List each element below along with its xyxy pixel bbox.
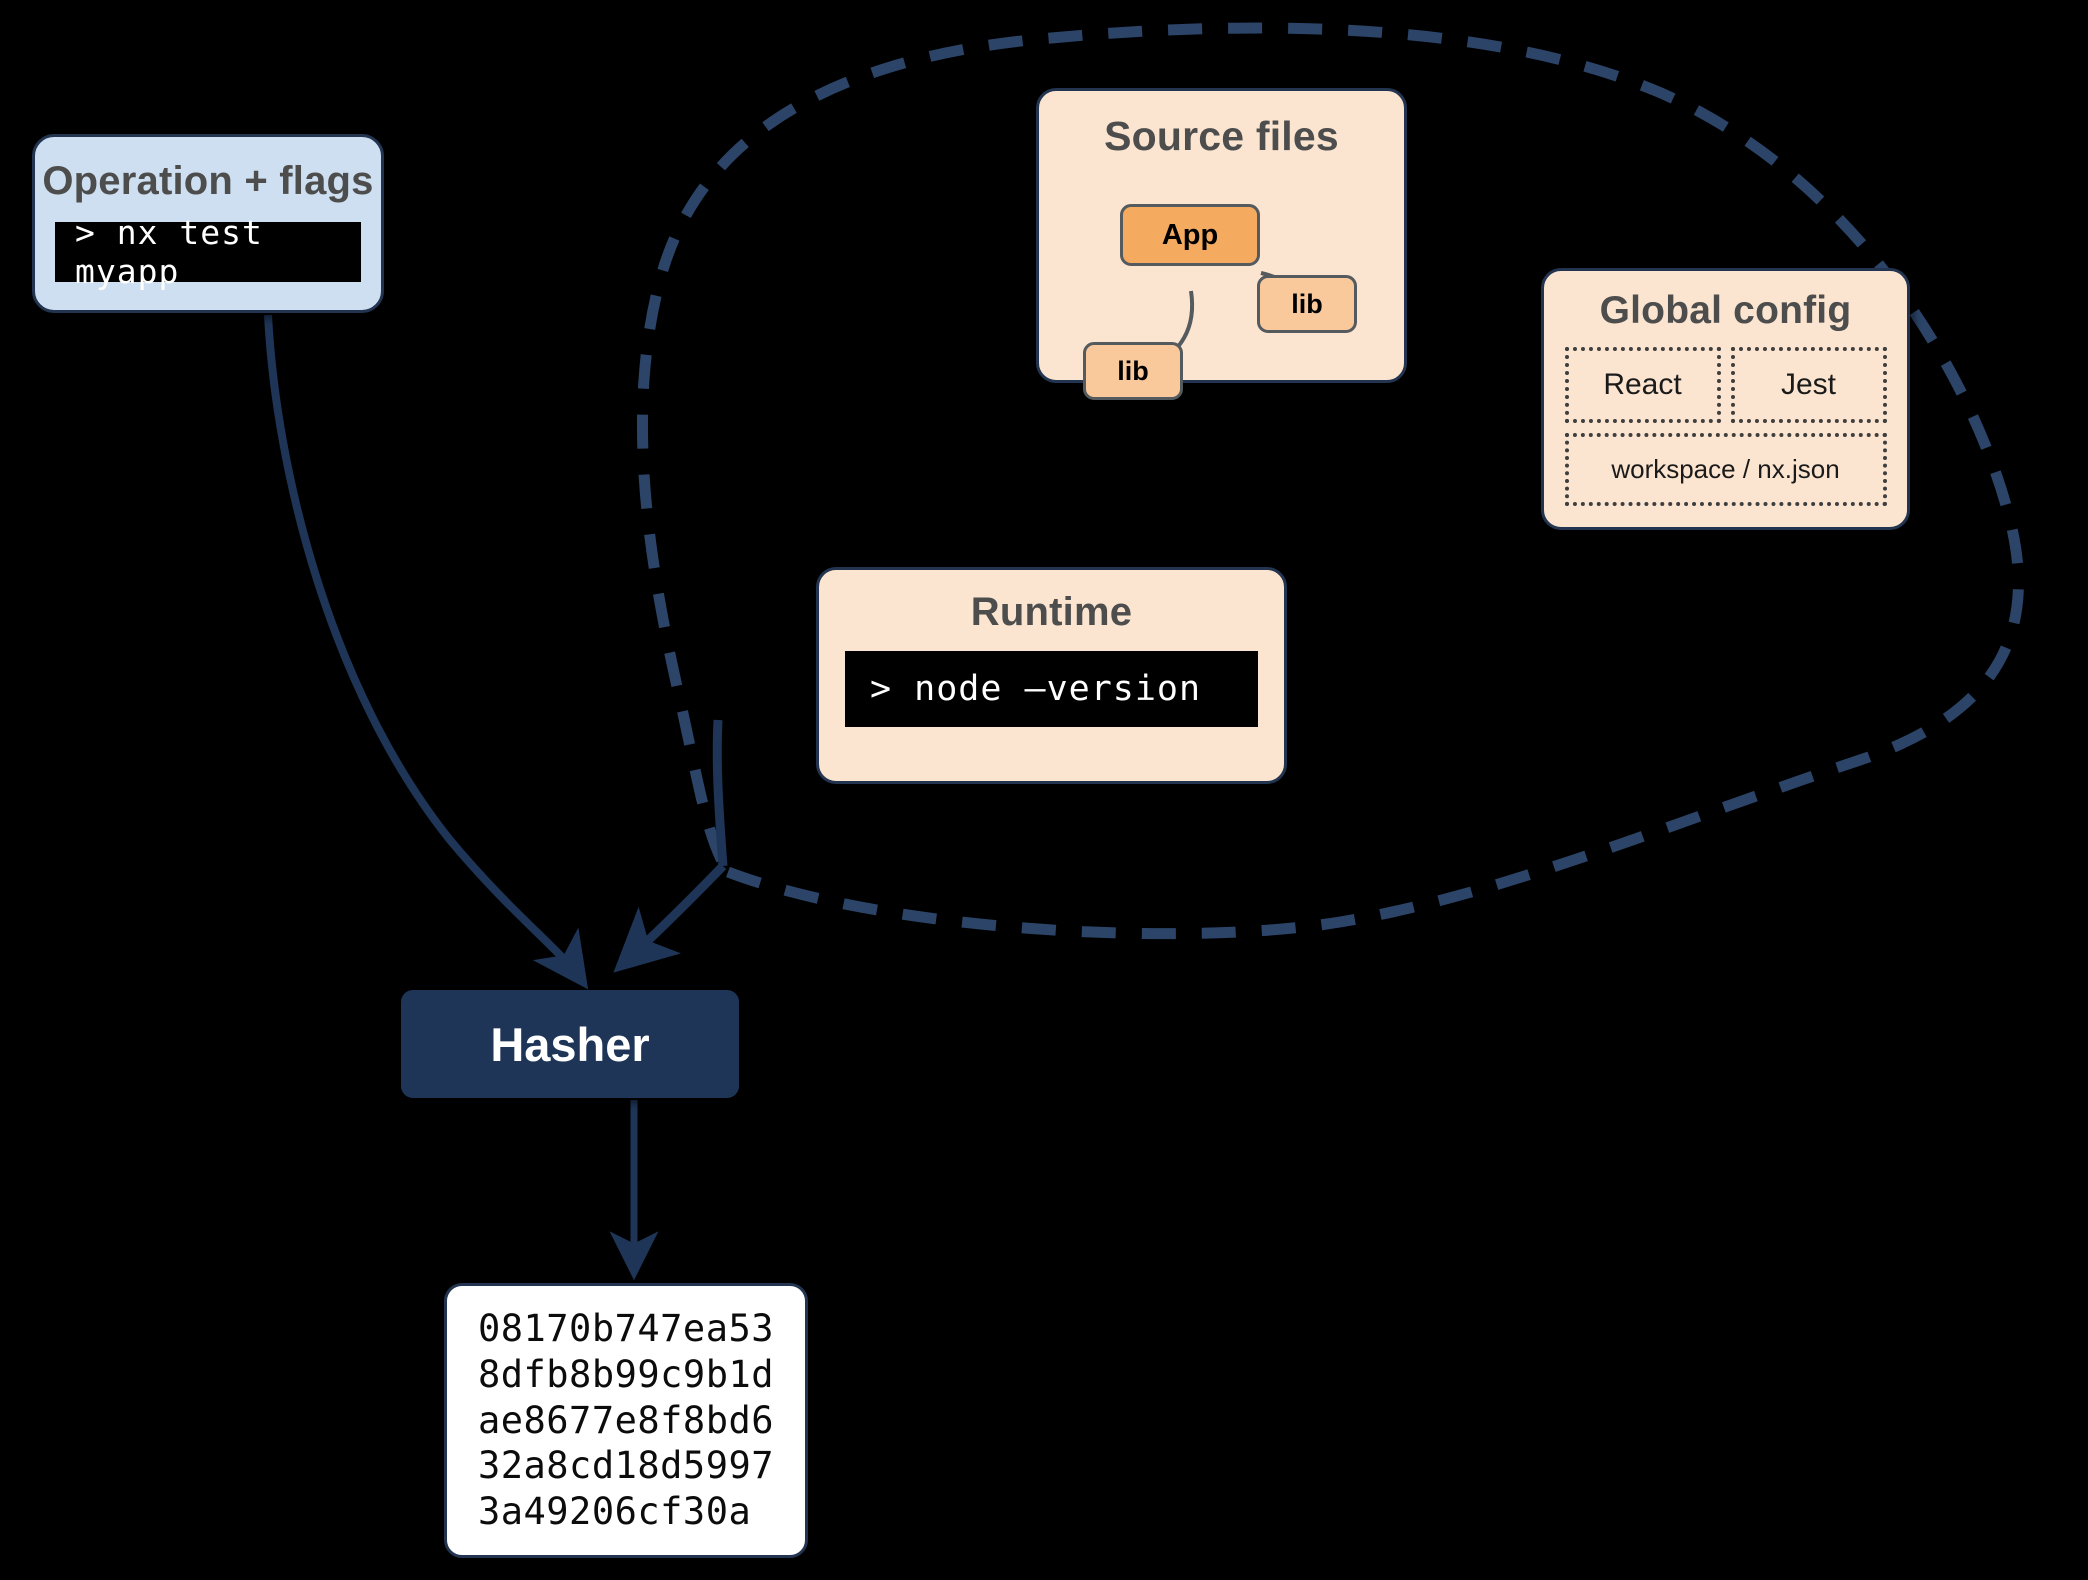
source-files-graph: App lib lib xyxy=(1039,160,1404,400)
hash-output-text: 08170b747ea53 8dfb8b99c9b1d ae8677e8f8bd… xyxy=(477,1306,775,1534)
source-node-lib-right[interactable]: lib xyxy=(1257,275,1357,333)
source-files-title: Source files xyxy=(1104,113,1339,159)
config-cell-workspace[interactable]: workspace / nx.json xyxy=(1564,433,1887,506)
source-node-lib-left[interactable]: lib xyxy=(1083,342,1183,400)
operation-flags-title: Operation + flags xyxy=(42,159,374,203)
edge-inputs-to-hasher xyxy=(613,862,727,973)
edge-inputs-to-hasher-tail xyxy=(712,719,728,867)
global-config-card[interactable]: Global config React Jest workspace / nx.… xyxy=(1541,268,1910,530)
hasher-label: Hasher xyxy=(490,1017,650,1071)
config-cell-jest[interactable]: Jest xyxy=(1730,347,1887,423)
global-config-title: Global config xyxy=(1599,289,1852,332)
hash-output-card[interactable]: 08170b747ea53 8dfb8b99c9b1d ae8677e8f8bd… xyxy=(444,1283,808,1558)
runtime-command-text: > node –version xyxy=(870,669,1202,709)
operation-command-text: > nx test myapp xyxy=(75,213,263,291)
source-files-card[interactable]: Source files App lib lib xyxy=(1036,88,1407,400)
runtime-card[interactable]: Runtime > node –version xyxy=(816,567,1287,784)
global-config-row-top: React Jest xyxy=(1564,347,1887,423)
edge-operation-to-hasher xyxy=(264,314,589,990)
config-cell-react[interactable]: React xyxy=(1564,347,1721,423)
source-node-app[interactable]: App xyxy=(1120,204,1260,266)
operation-flags-card[interactable]: Operation + flags > nx test myapp xyxy=(32,134,384,313)
operation-command-terminal: > nx test myapp xyxy=(55,213,361,291)
runtime-command-terminal: > node –version xyxy=(845,651,1258,727)
runtime-title: Runtime xyxy=(970,590,1133,634)
hasher-card[interactable]: Hasher xyxy=(401,990,739,1098)
global-config-grid: React Jest workspace / nx.json xyxy=(1564,347,1887,506)
